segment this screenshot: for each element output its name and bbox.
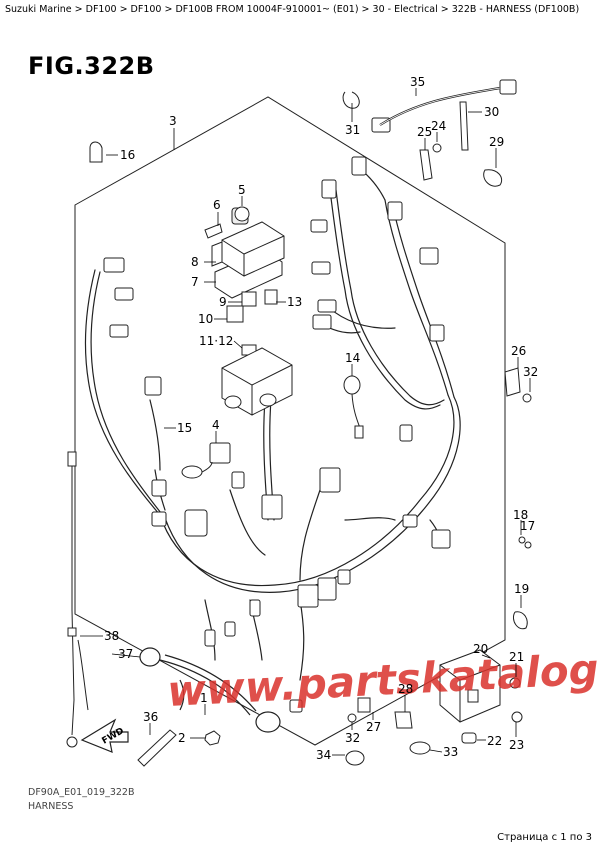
callout-labels: 3 16 5 6 8 7 9 13 10 11·12 14 15 4 31 35… — [104, 75, 538, 762]
bolt-32b — [347, 713, 357, 723]
bolt-21 — [509, 677, 521, 689]
callout-16: 16 — [120, 148, 135, 162]
callout-22: 22 — [487, 734, 502, 748]
bracket-26 — [504, 367, 521, 397]
assembly-frame — [74, 96, 506, 746]
grommet-22 — [461, 732, 477, 744]
cap-16 — [89, 141, 103, 163]
callout-37: 37 — [118, 647, 133, 661]
callout-9: 9 — [219, 295, 227, 309]
relay-box — [204, 207, 285, 299]
callout-20: 20 — [473, 642, 488, 656]
bracket-25 — [419, 149, 433, 181]
callout-10: 10 — [198, 312, 213, 326]
clamp-33 — [409, 741, 431, 755]
page-indicator: Страница с 1 по 3 — [497, 832, 592, 843]
connectors — [103, 79, 517, 713]
clamp-29 — [483, 169, 503, 187]
callout-3: 3 — [169, 114, 177, 128]
callout-31: 31 — [345, 123, 360, 137]
nut-2 — [204, 730, 221, 746]
clamp-28 — [394, 711, 413, 729]
callout-30: 30 — [484, 105, 499, 119]
sensor-4 — [181, 442, 231, 479]
bracket-20 — [439, 649, 501, 723]
bolt-32 — [522, 393, 532, 403]
callout-17: 17 — [520, 519, 535, 533]
callout-33: 33 — [443, 745, 458, 759]
callout-29: 29 — [489, 135, 504, 149]
callout-38: 38 — [104, 629, 119, 643]
callout-13: 13 — [287, 295, 302, 309]
tie-30 — [459, 101, 469, 151]
callout-11-12: 11·12 — [199, 334, 233, 348]
callout-5: 5 — [238, 183, 246, 197]
clamp-34 — [345, 750, 365, 766]
fwd-arrow: FWD — [80, 718, 129, 753]
figure-code: DF90A_E01_019_322B — [28, 787, 135, 798]
callout-27: 27 — [366, 720, 381, 734]
callout-35: 35 — [410, 75, 425, 89]
grommet-5 — [234, 206, 250, 222]
sensor-14 — [343, 375, 364, 439]
washer-17 — [524, 541, 532, 549]
bracket-27 — [357, 697, 371, 713]
bolt-23 — [511, 711, 523, 723]
callout-32b: 32 — [345, 731, 360, 745]
nut-18 — [518, 536, 526, 544]
callout-8: 8 — [191, 255, 199, 269]
ground-cable — [66, 451, 89, 748]
clip-31 — [342, 91, 360, 109]
screw-24 — [432, 143, 442, 153]
watermark: www.partskatalog.ru — [166, 641, 600, 716]
figure-title: FIG.322B — [28, 52, 155, 80]
clip-19 — [512, 611, 528, 630]
callout-28: 28 — [398, 682, 413, 696]
callout-26: 26 — [511, 344, 526, 358]
callout-4: 4 — [212, 418, 220, 432]
callout-14: 14 — [345, 351, 360, 365]
controller-box — [221, 347, 293, 416]
callout-25: 25 — [417, 125, 432, 139]
sleeve-36 — [137, 729, 177, 767]
figure-caption: HARNESS — [28, 801, 74, 812]
callout-23: 23 — [509, 738, 524, 752]
breadcrumb: Suzuki Marine > DF100 > DF100 > DF100B F… — [5, 4, 580, 15]
callout-34: 34 — [316, 748, 331, 762]
leader-lines — [80, 88, 531, 756]
callout-15: 15 — [177, 421, 192, 435]
callout-21: 21 — [509, 650, 524, 664]
callout-7: 7 — [191, 275, 199, 289]
callout-24: 24 — [431, 119, 446, 133]
callout-19: 19 — [514, 582, 529, 596]
callout-36: 36 — [143, 710, 158, 724]
relays — [226, 289, 278, 356]
callout-32: 32 — [523, 365, 538, 379]
callout-18: 18 — [513, 508, 528, 522]
battery-cable-1 — [139, 647, 281, 733]
callout-2: 2 — [178, 731, 186, 745]
callout-1: 1 — [200, 691, 208, 705]
callout-6: 6 — [213, 198, 221, 212]
